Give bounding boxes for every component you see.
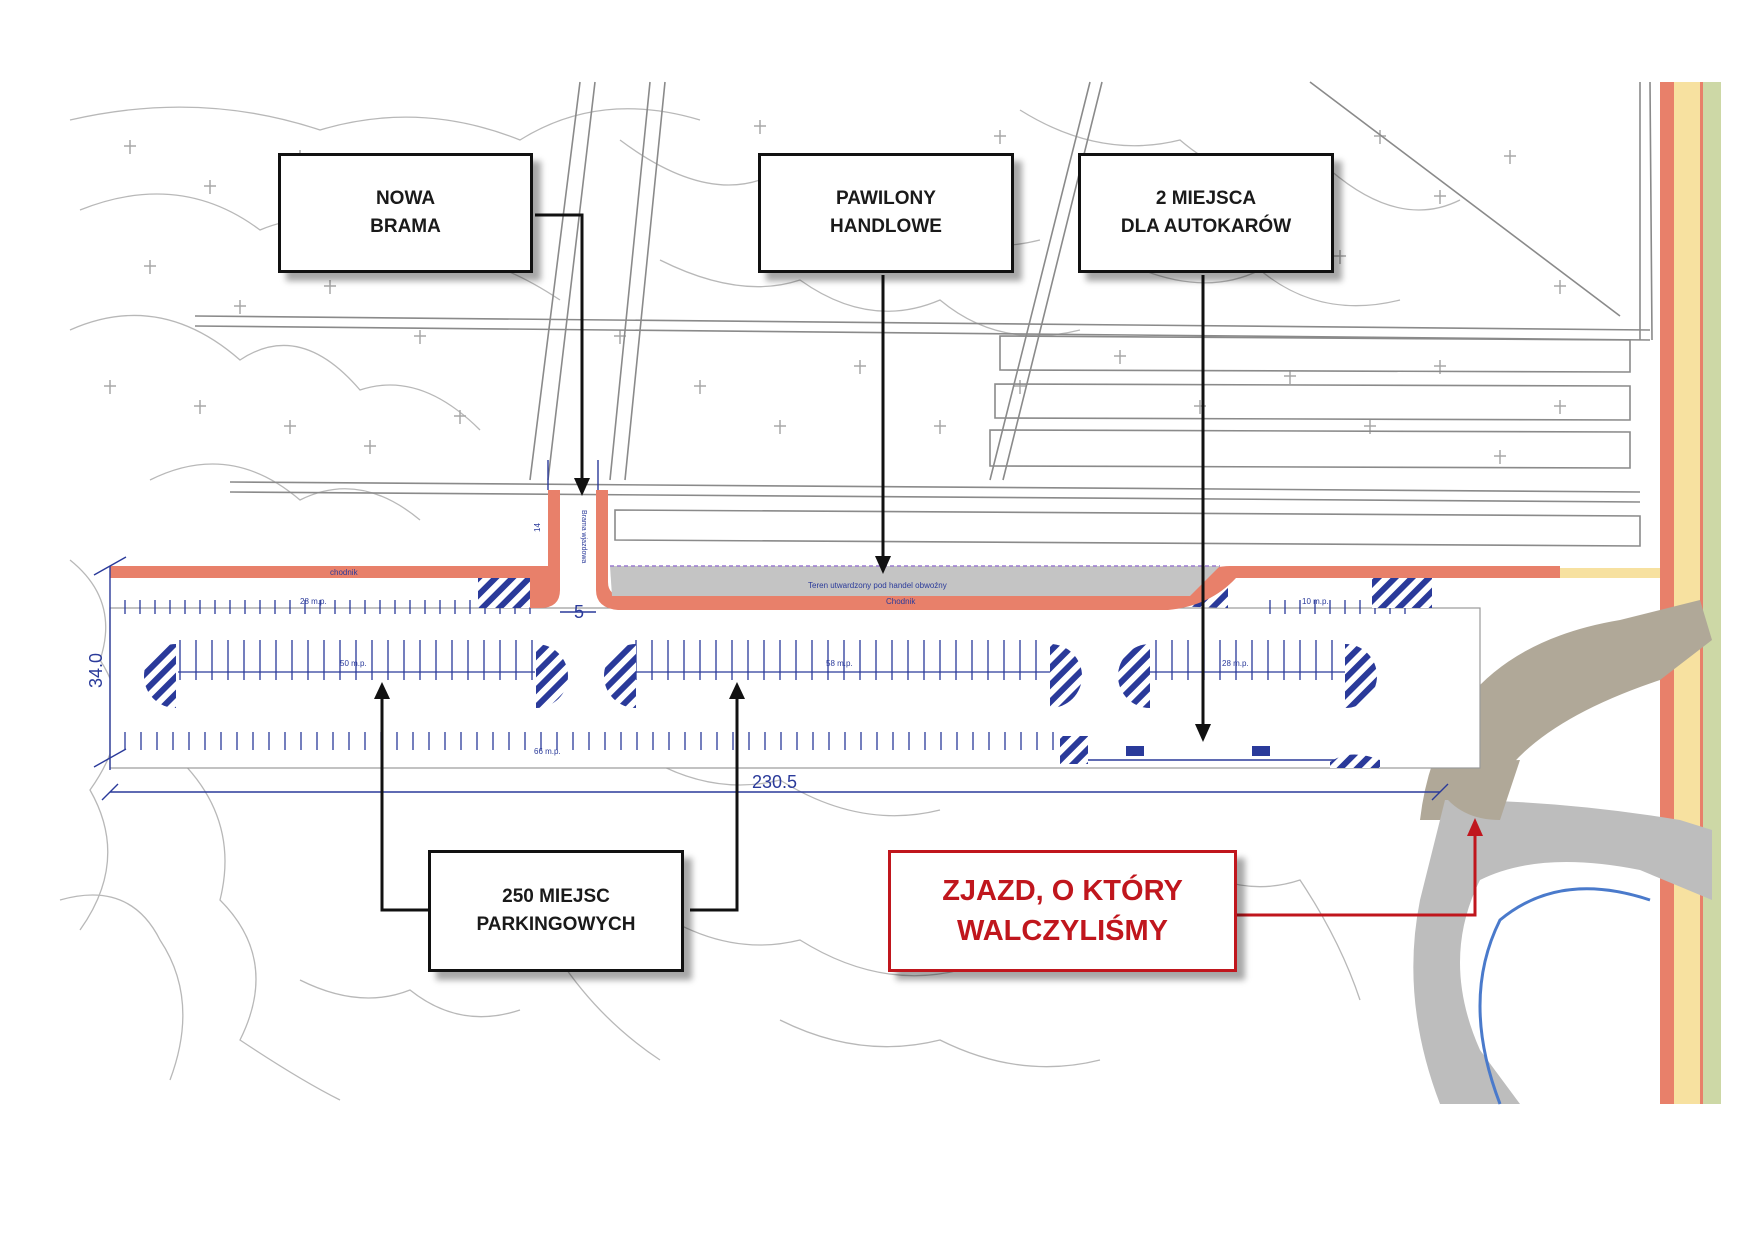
callout-nowa-brama: NOWA BRAMA <box>278 153 533 273</box>
red-callout-arrow <box>1237 818 1483 917</box>
arrowheads <box>374 478 1211 742</box>
trade-area <box>610 566 1220 596</box>
callout-autokary-line2: DLA AUTOKARÓW <box>1120 216 1292 237</box>
island-hatch <box>1345 644 1377 708</box>
island-hatch <box>144 644 176 708</box>
sidewalks <box>110 490 1660 610</box>
island-hatch <box>536 644 568 708</box>
row1-right-label: 10 m.p. <box>1302 597 1329 606</box>
length-dimension: 230.5 <box>752 772 797 792</box>
callout-arrows <box>380 213 1205 912</box>
island-hatch <box>1050 644 1082 708</box>
gate-width-dimension: 5 <box>574 602 584 622</box>
disabled-spots <box>1372 578 1432 608</box>
disabled-spots <box>478 578 538 608</box>
callout-nowa-brama-line1: NOWA <box>375 188 436 209</box>
callout-pawilony: PAWILONY HANDLOWE <box>758 153 1014 273</box>
bus-bay-hatch <box>1060 736 1088 764</box>
row3-label: 66 m.p. <box>534 747 561 756</box>
callout-parking-line1: 250 MIEJSC <box>502 886 610 907</box>
callout-zjazd-line1: ZJAZD, O KTÓRY <box>942 875 1183 907</box>
sidewalk-label-right: Chodnik <box>886 597 916 606</box>
road-system <box>1413 82 1721 1105</box>
dimension-lines <box>93 460 1449 801</box>
callout-autokary-line1: 2 MIEJSCA <box>1155 188 1257 209</box>
gate-label: Brama wjazdowa <box>580 510 587 563</box>
island-hatch <box>1118 644 1150 708</box>
cemetery-alleys <box>194 81 1653 547</box>
island-hatch <box>604 644 636 708</box>
callout-pawilony-line2: HANDLOWE <box>830 216 942 237</box>
callout-pawilony-line1: PAWILONY <box>836 188 936 209</box>
callout-zjazd: ZJAZD, O KTÓRY WALCZYLIŚMY <box>888 850 1237 972</box>
row1-left-label: 28 m.p. <box>300 597 327 606</box>
callout-parking: 250 MIEJSC PARKINGOWYCH <box>428 850 684 972</box>
bus-symbol <box>1126 746 1270 756</box>
trade-area-label: Teren utwardzony pod handel obwoźny <box>808 581 947 590</box>
row2-right-label: 28 m.p. <box>1222 659 1249 668</box>
row2-mid-label: 58 m.p. <box>826 659 853 668</box>
gate-depth-dimension: 14 <box>533 523 542 532</box>
callout-zjazd-line2: WALCZYLIŚMY <box>956 915 1169 947</box>
sidewalk-label-left: chodnik <box>330 568 359 577</box>
width-dimension: 34.0 <box>86 653 106 688</box>
callout-autokary: 2 MIEJSCA DLA AUTOKARÓW <box>1078 153 1334 273</box>
base-map-lines <box>59 106 1461 1101</box>
plan-text: chodnik Teren utwardzony pod handel obwo… <box>86 510 1329 792</box>
callout-parking-line2: PARKINGOWYCH <box>476 914 636 935</box>
parking-lot <box>109 576 1481 769</box>
row2-left-label: 50 m.p. <box>340 659 367 668</box>
callout-nowa-brama-line2: BRAMA <box>370 216 441 237</box>
